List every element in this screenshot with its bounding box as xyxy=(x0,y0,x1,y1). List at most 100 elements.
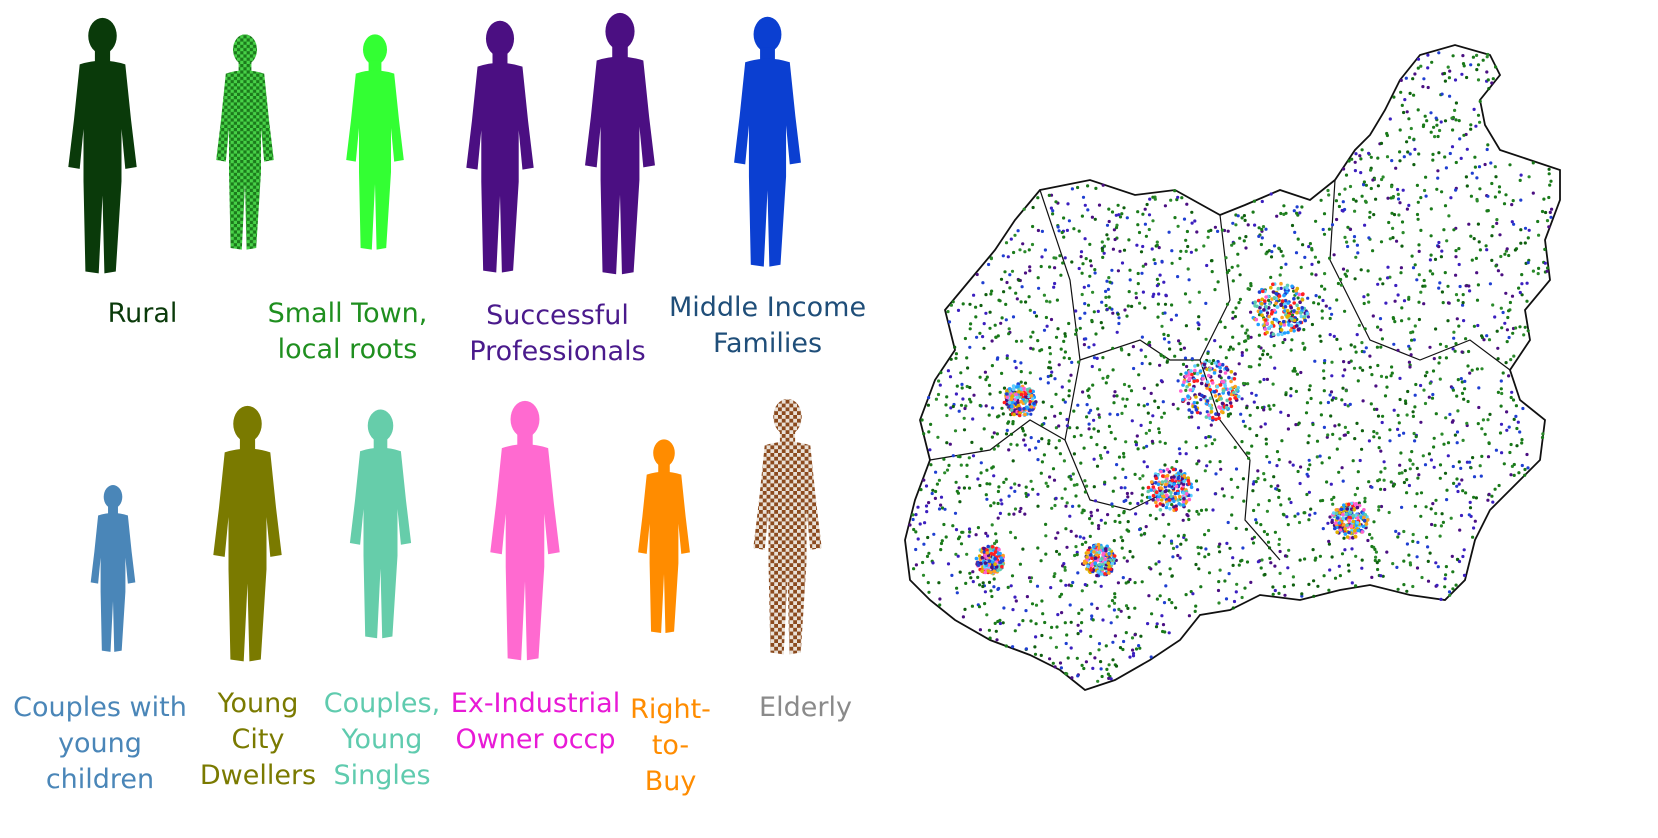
map-point xyxy=(1291,369,1295,373)
map-point xyxy=(1140,361,1144,366)
map-point xyxy=(1058,411,1062,415)
map-point xyxy=(1209,406,1214,411)
map-point xyxy=(981,584,985,589)
map-point xyxy=(1541,432,1545,436)
map-point xyxy=(1512,473,1516,477)
map-point xyxy=(1176,534,1180,538)
map-point xyxy=(1134,647,1139,651)
map-point xyxy=(1271,282,1275,287)
map-point xyxy=(1269,324,1274,329)
map-point xyxy=(1240,353,1244,357)
map-point xyxy=(987,383,992,387)
map-point xyxy=(1241,546,1245,550)
map-point xyxy=(1211,415,1215,420)
map-point xyxy=(1096,309,1100,313)
map-point xyxy=(1474,256,1478,260)
map-point xyxy=(1216,280,1220,284)
map-point xyxy=(1335,337,1339,341)
map-point xyxy=(1444,356,1448,360)
map-point xyxy=(1262,530,1266,534)
map-point xyxy=(1398,376,1402,380)
map-point xyxy=(1469,127,1473,131)
map-point xyxy=(1428,258,1432,262)
map-point xyxy=(1196,363,1200,367)
map-point xyxy=(960,386,964,390)
map-point xyxy=(1367,300,1371,304)
map-point xyxy=(1155,597,1159,601)
map-point xyxy=(1208,403,1212,408)
map-point xyxy=(1487,492,1491,496)
map-point xyxy=(1266,352,1270,356)
map-point xyxy=(1374,197,1378,201)
map-point xyxy=(1092,310,1096,314)
map-point xyxy=(1277,458,1281,462)
map-point xyxy=(1343,527,1347,531)
map-point xyxy=(1545,219,1550,223)
map-point xyxy=(1469,123,1473,127)
map-point xyxy=(1364,522,1369,526)
map-point xyxy=(1112,228,1116,232)
map-point xyxy=(1115,463,1119,467)
map-point xyxy=(1064,527,1068,531)
map-point xyxy=(1346,430,1350,435)
map-point xyxy=(1399,78,1403,82)
map-point xyxy=(1281,319,1286,324)
map-point xyxy=(1043,620,1047,625)
map-point xyxy=(1257,313,1262,317)
map-point xyxy=(1285,515,1289,519)
map-point xyxy=(1472,475,1477,479)
map-point xyxy=(1100,240,1104,244)
map-point xyxy=(1448,69,1452,73)
map-point xyxy=(1345,512,1349,516)
map-point xyxy=(1510,203,1514,207)
map-point xyxy=(926,581,930,585)
map-point xyxy=(1186,394,1190,399)
map-point xyxy=(1292,289,1296,293)
map-point xyxy=(1236,252,1240,256)
map-point xyxy=(1430,522,1434,527)
map-point xyxy=(1461,438,1465,442)
map-point xyxy=(1099,584,1103,588)
map-point xyxy=(1338,347,1342,351)
map-point xyxy=(1208,416,1212,421)
map-point xyxy=(1225,398,1229,403)
map-point xyxy=(1140,580,1144,584)
map-point xyxy=(1113,595,1117,599)
map-point xyxy=(1048,475,1052,479)
map-point xyxy=(1367,439,1371,443)
map-point xyxy=(1537,266,1541,270)
map-point xyxy=(1276,484,1280,488)
map-point xyxy=(1505,428,1509,432)
map-point xyxy=(1197,552,1201,556)
map-point xyxy=(1261,349,1266,353)
map-point xyxy=(1474,496,1478,500)
map-point xyxy=(1396,192,1400,196)
map-point xyxy=(970,604,974,608)
map-point xyxy=(1063,565,1067,570)
map-point xyxy=(1432,445,1436,449)
map-point xyxy=(1414,435,1418,439)
map-point xyxy=(1273,530,1277,534)
map-point xyxy=(983,602,987,606)
map-point xyxy=(1209,423,1213,427)
map-point xyxy=(1455,477,1459,481)
map-point xyxy=(1024,491,1028,496)
map-point xyxy=(1408,91,1412,95)
rural-figure xyxy=(55,8,150,288)
map-point xyxy=(1058,661,1063,665)
map-point xyxy=(1377,446,1381,450)
map-point xyxy=(1172,499,1176,504)
map-point xyxy=(1105,667,1109,672)
map-point xyxy=(1208,388,1212,392)
map-point xyxy=(1017,413,1022,418)
map-point xyxy=(1091,618,1095,622)
map-point xyxy=(1105,544,1109,549)
map-point xyxy=(1431,502,1435,506)
map-point xyxy=(1402,110,1406,115)
map-point xyxy=(1224,256,1228,260)
map-point xyxy=(1181,362,1186,366)
map-point xyxy=(1483,162,1487,167)
map-point xyxy=(1186,267,1190,271)
map-point xyxy=(1221,388,1226,393)
map-point xyxy=(1113,634,1117,638)
